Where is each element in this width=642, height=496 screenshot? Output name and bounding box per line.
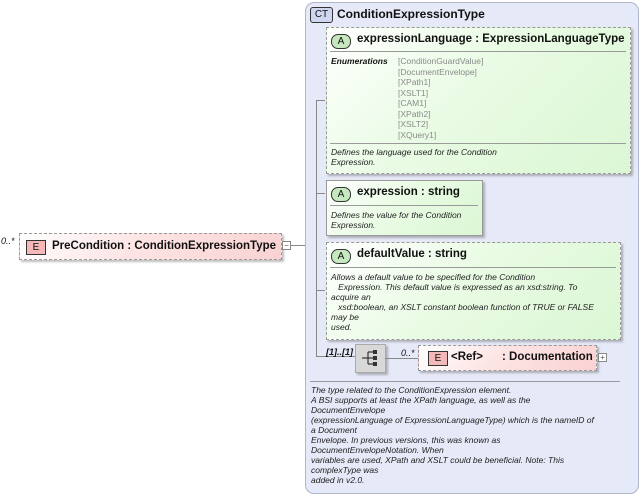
enumeration-value: [XPath2]	[398, 108, 431, 119]
tree-connector	[316, 193, 325, 194]
attribute-box-expression-language[interactable]: A expressionLanguage : ExpressionLanguag…	[326, 27, 631, 174]
attribute-badge: A	[331, 187, 351, 202]
doc-line: complexType was	[311, 465, 379, 475]
enumeration-value: [ConditionGuardValue]	[398, 56, 484, 66]
attribute-title: defaultValue : string	[357, 248, 467, 260]
attribute-documentation: Allows a default value to be specified f…	[331, 272, 594, 332]
doc-line: Envelope. In previous versions, this was…	[311, 435, 501, 445]
attribute-box-default-value[interactable]: A defaultValue : string Allows a default…	[326, 242, 621, 340]
expand-toggle[interactable]: +	[598, 353, 607, 362]
tree-connector	[316, 100, 325, 101]
doc-line: The type related to the ConditionExpress…	[311, 385, 512, 395]
complex-type-badge: CT	[310, 7, 333, 23]
doc-line: Expression.	[331, 220, 376, 230]
attribute-title: expression : string	[357, 186, 460, 198]
divider	[330, 267, 616, 268]
attribute-box-expression[interactable]: A expression : string Defines the value …	[326, 180, 483, 236]
doc-line: DocumentEnvelopeNotation. When	[311, 445, 444, 455]
root-occurrence: 0..*	[1, 236, 15, 246]
attribute-documentation: Defines the language used for the Condit…	[331, 147, 497, 167]
divider	[310, 381, 620, 382]
attribute-documentation: Defines the value for the Condition Expr…	[331, 210, 461, 230]
doc-line: Expression. This default value is expres…	[331, 282, 578, 292]
tree-connector	[316, 290, 325, 291]
doc-line: added in v2.0.	[311, 475, 365, 485]
doc-line: used.	[331, 322, 352, 332]
tree-connector	[316, 356, 355, 357]
doc-line: DocumentEnvelope	[311, 405, 386, 415]
attribute-badge: A	[331, 34, 351, 49]
enumeration-value: [XSLT1]	[398, 87, 429, 98]
doc-line: Expression.	[331, 157, 376, 167]
doc-line: a Document	[311, 425, 357, 435]
sequence-occurrence: [1]..[1]	[326, 347, 353, 357]
element-badge: E	[428, 351, 448, 366]
doc-line: may be	[331, 312, 359, 322]
divider	[330, 205, 478, 206]
root-collapse-toggle[interactable]: −	[282, 241, 291, 250]
enumeration-value: [CAM1]	[398, 98, 427, 108]
enumeration-value: [XPath1]	[398, 77, 431, 87]
divider	[330, 143, 626, 144]
enumeration-value: [XSLT2]	[398, 119, 429, 129]
doc-line: Defines the value for the Condition	[331, 210, 462, 220]
doc-line: Defines the language used for the Condit…	[331, 147, 497, 157]
root-element-label: PreCondition : ConditionExpressionType	[52, 240, 277, 252]
attribute-badge: A	[331, 249, 351, 264]
ref-label: <Ref>	[451, 351, 483, 363]
doc-line: variables are used, XPath and XSLT could…	[311, 455, 565, 465]
tree-connector	[385, 358, 418, 359]
doc-line: Allows a default value to be specified f…	[331, 272, 536, 282]
doc-line: (expressionLanguage of ExpressionLanguag…	[311, 415, 594, 425]
doc-line: A BSI supports at least the XPath langua…	[311, 395, 531, 405]
child-occurrence: 0..*	[401, 348, 415, 358]
element-label: : Documentation	[502, 351, 593, 363]
doc-line: xsd:boolean, an XSLT constant boolean fu…	[331, 302, 594, 312]
attribute-title: expressionLanguage : ExpressionLanguageT…	[357, 33, 625, 45]
enumeration-list: [ConditionGuardValue] [DocumentEnvelope]…	[398, 56, 483, 140]
enumerations-label: Enumerations	[331, 56, 388, 66]
sequence-compositor[interactable]	[355, 344, 386, 373]
tree-connector	[316, 100, 317, 356]
sequence-icon	[362, 350, 377, 366]
element-badge: E	[26, 240, 46, 255]
complex-type-title: ConditionExpressionType	[337, 7, 485, 21]
documentation-ref-element[interactable]: E <Ref> : Documentation	[418, 345, 597, 371]
divider	[330, 51, 626, 52]
enumeration-value: [XQuery1]	[398, 129, 437, 140]
enumeration-value: [DocumentEnvelope]	[398, 66, 477, 77]
doc-line: acquire an	[331, 292, 371, 302]
complex-type-documentation: The type related to the ConditionExpress…	[311, 385, 594, 485]
connector-line	[291, 245, 305, 246]
root-element-box[interactable]: E PreCondition : ConditionExpressionType	[19, 233, 282, 260]
